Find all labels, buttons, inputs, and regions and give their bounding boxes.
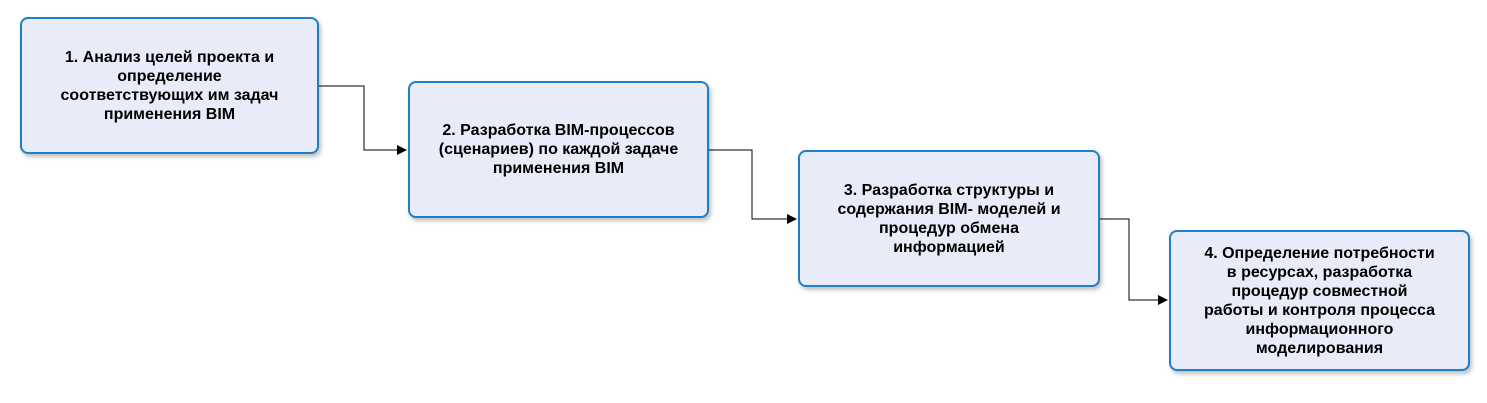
step-2-label: 2. Разработка BIM-процессов (сценариев) … — [438, 122, 679, 177]
connector-2-to-3 — [709, 149, 797, 224]
connector-1-to-2 — [319, 85, 407, 155]
step-box-2[interactable]: 2. Разработка BIM-процессов (сценариев) … — [408, 81, 709, 218]
step-box-3[interactable]: 3. Разработка структуры и содержания BIM… — [798, 150, 1100, 287]
connector-3-to-4 — [1100, 218, 1168, 305]
step-4-label: 4. Определение потребности в ресурсах, р… — [1204, 244, 1435, 357]
step-1-label: 1. Анализ целей проекта и определение со… — [60, 48, 279, 123]
step-box-4[interactable]: 4. Определение потребности в ресурсах, р… — [1169, 230, 1470, 371]
step-box-1[interactable]: 1. Анализ целей проекта и определение со… — [20, 17, 319, 154]
step-3-label: 3. Разработка структуры и содержания BIM… — [837, 181, 1061, 256]
